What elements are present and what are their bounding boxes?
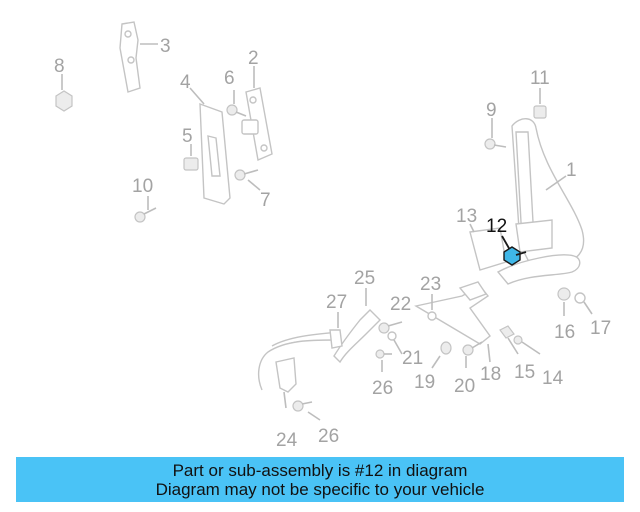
- part-2-adjuster: [241, 66, 273, 161]
- callout-27: 27: [326, 292, 347, 313]
- part-22-bolt: [378, 321, 403, 334]
- callout-21: 21: [402, 348, 423, 369]
- part-16-spacer: [557, 287, 571, 316]
- part-23-clip: [427, 294, 437, 321]
- part-8-nut: [55, 74, 73, 112]
- part-10-bolt: [134, 196, 157, 223]
- callout-7: 7: [260, 190, 271, 211]
- part-17-washer: [574, 292, 593, 315]
- callout-12-highlighted: 12: [486, 216, 507, 237]
- callout-3: 3: [160, 36, 171, 57]
- part-25-buckle: [333, 288, 381, 364]
- part-11-nut: [533, 88, 547, 119]
- callout-2: 2: [248, 48, 259, 69]
- part-15-bolt: [499, 325, 519, 355]
- banner-line-part-number: Part or sub-assembly is #12 in diagram: [172, 460, 468, 480]
- part-9-bolt: [484, 118, 507, 150]
- part-21-bolt: [387, 331, 403, 355]
- part-6-bolt: [226, 90, 247, 117]
- info-banner: Part or sub-assembly is #12 in diagram D…: [16, 457, 624, 502]
- callout-17: 17: [590, 318, 611, 339]
- callout-4: 4: [180, 72, 191, 93]
- callout-23: 23: [420, 274, 441, 295]
- parts-diagram: 1 2 3 4 5 6 7 8 9 10 11 12 13 14 15 16 1…: [54, 21, 611, 451]
- part-1-seat-belt-assembly: [496, 118, 585, 285]
- callout-24: 24: [276, 430, 298, 451]
- callout-20: 20: [454, 376, 475, 397]
- part-3-bracket: [119, 21, 158, 93]
- callout-15: 15: [514, 362, 535, 383]
- callout-25: 25: [354, 268, 375, 289]
- callout-14: 14: [542, 368, 564, 389]
- part-5-clip: [183, 144, 199, 171]
- callout-11: 11: [530, 68, 550, 89]
- part-12-bolt-highlighted: [501, 235, 527, 266]
- callout-9: 9: [486, 100, 497, 121]
- callout-5: 5: [182, 126, 193, 147]
- callout-18: 18: [480, 364, 501, 385]
- callout-22: 22: [390, 294, 411, 315]
- callout-10: 10: [132, 176, 153, 197]
- part-18-buckle-bracket: [414, 281, 491, 363]
- part-4-trim-cover: [189, 87, 231, 205]
- part-26-bolt-lower: [292, 400, 321, 421]
- part-27-belt-strap: [257, 312, 343, 391]
- callout-26-lower: 26: [318, 426, 339, 447]
- banner-line-disclaimer: Diagram may not be specific to your vehi…: [155, 479, 485, 499]
- callout-19: 19: [414, 372, 435, 393]
- part-19-grommet: [431, 341, 452, 369]
- callout-1: 1: [566, 160, 577, 181]
- part-20-bolt: [462, 341, 483, 368]
- callout-26-upper: 26: [372, 378, 393, 399]
- callout-13: 13: [456, 206, 477, 227]
- part-26-bolt-upper: [375, 349, 392, 372]
- callout-16: 16: [554, 322, 575, 343]
- part-13-cover: [469, 223, 507, 271]
- part-24-anchor-plate: [275, 357, 297, 409]
- callout-8: 8: [54, 56, 65, 77]
- callout-6: 6: [224, 68, 235, 89]
- part-7-bolt: [234, 169, 261, 191]
- part-14-bolt: [513, 335, 541, 355]
